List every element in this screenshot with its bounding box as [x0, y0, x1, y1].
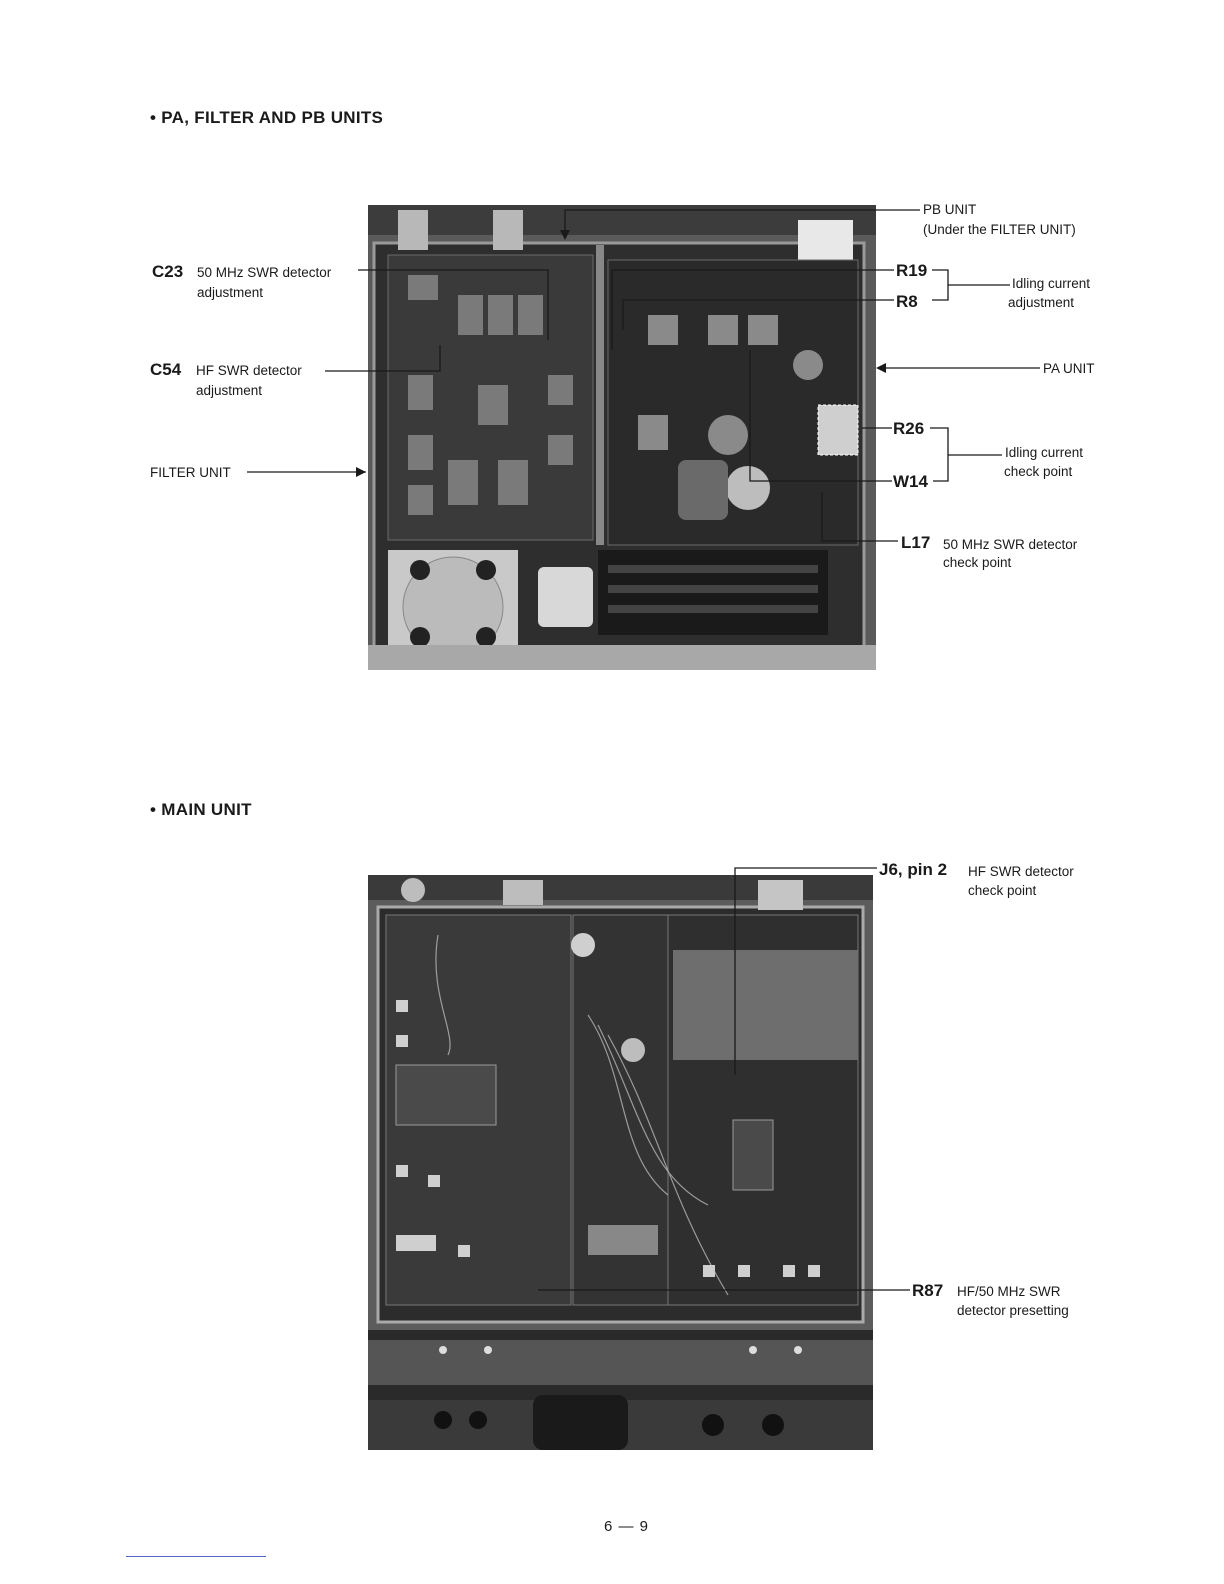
w14-ref: W14 — [893, 472, 928, 491]
pa-board-illustration — [368, 210, 876, 670]
r19-ref: R19 — [896, 261, 928, 280]
main-board-illustration — [368, 878, 873, 1450]
c23-desc-2: adjustment — [197, 285, 264, 300]
section-heading-pa: • PA, FILTER AND PB UNITS — [150, 108, 384, 127]
section-heading-main: • MAIN UNIT — [150, 800, 252, 819]
idling-check-1: Idling current — [1005, 445, 1084, 460]
pa-filter-pb-photo — [368, 205, 876, 670]
l17-desc-2: check point — [943, 555, 1012, 570]
c54-desc-1: HF SWR detector — [196, 363, 302, 378]
pb-unit-label: PB UNIT — [923, 202, 977, 217]
l17-ref: L17 — [901, 533, 931, 552]
idling-adjust-1: Idling current — [1012, 276, 1091, 291]
pb-unit-note: (Under the FILTER UNIT) — [923, 222, 1076, 237]
filter-unit-label: FILTER UNIT — [150, 465, 231, 480]
l17-desc-1: 50 MHz SWR detector — [943, 537, 1078, 552]
r87-ref: R87 — [912, 1281, 944, 1300]
main-unit-photo — [368, 875, 873, 1450]
c23-ref: C23 — [152, 262, 184, 281]
j6-pin2-ref: J6, pin 2 — [879, 860, 948, 879]
r87-desc-1: HF/50 MHz SWR — [957, 1284, 1061, 1299]
c54-desc-2: adjustment — [196, 383, 263, 398]
j6-desc-2: check point — [968, 883, 1037, 898]
r87-desc-2: detector presetting — [957, 1303, 1069, 1318]
idling-adjust-2: adjustment — [1008, 295, 1075, 310]
j6-desc-1: HF SWR detector — [968, 864, 1074, 879]
pa-unit-label: PA UNIT — [1043, 361, 1095, 376]
r8-ref: R8 — [896, 292, 918, 311]
footnote-rule — [126, 1556, 266, 1557]
idling-check-2: check point — [1004, 464, 1073, 479]
c54-ref: C54 — [150, 360, 182, 379]
r26-ref: R26 — [893, 419, 925, 438]
c23-desc-1: 50 MHz SWR detector — [197, 265, 332, 280]
page-number: 6 — 9 — [604, 1518, 650, 1535]
